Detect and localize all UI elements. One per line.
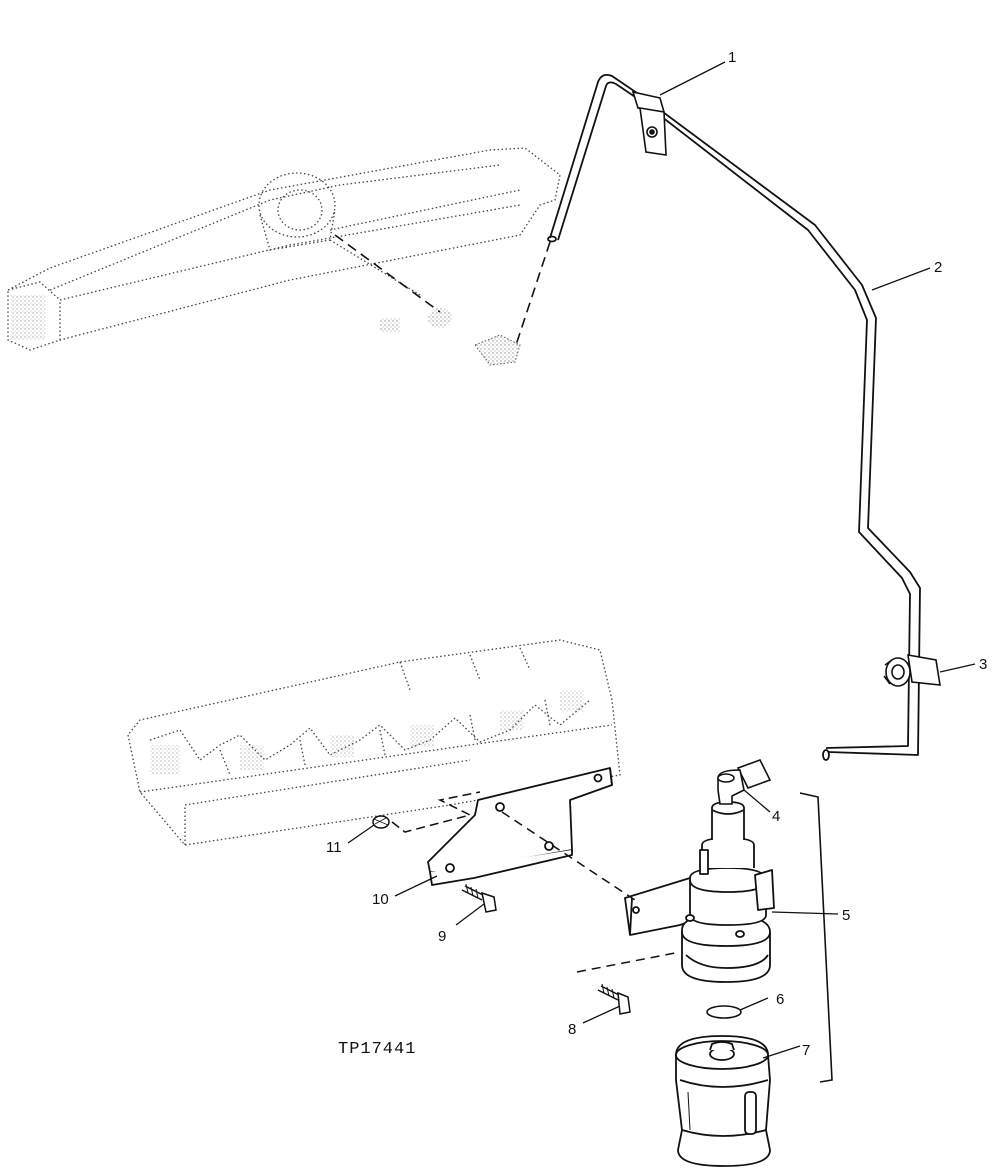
- cap-screw-8: [597, 983, 631, 1015]
- lower-engine-fill: [150, 690, 584, 775]
- callout-10: 10: [372, 891, 389, 908]
- clamp-lower: [883, 654, 941, 687]
- clamp-upper: [631, 90, 667, 156]
- callout-labels: 1 2 3 4 5 6 7 8 9 10 11: [326, 49, 987, 1059]
- callout-1: 1: [728, 49, 736, 66]
- nut: [372, 815, 390, 829]
- callout-6: 6: [776, 991, 784, 1008]
- cap-screw-9: [461, 883, 497, 913]
- leader-lines: [347, 61, 976, 1059]
- elbow-fitting: [717, 759, 772, 805]
- upper-engine-outline: [7, 147, 561, 351]
- callout-4: 4: [772, 808, 780, 825]
- callout-11: 11: [326, 839, 342, 856]
- nut-dashes: [391, 791, 481, 833]
- upper-connection-dashes: [334, 234, 551, 346]
- o-ring: [706, 1005, 742, 1019]
- figure-id: TP17441: [338, 1040, 416, 1059]
- bracket: [427, 767, 613, 886]
- filter-base: [624, 801, 775, 983]
- base-dashes: [501, 811, 681, 973]
- callout-9: 9: [438, 928, 446, 945]
- callout-8: 8: [568, 1021, 576, 1038]
- oil-pipe: [547, 73, 921, 761]
- group-bracket: [799, 792, 833, 1083]
- callout-7: 7: [802, 1042, 810, 1059]
- callout-5: 5: [842, 907, 850, 924]
- filter-element: [675, 1035, 771, 1167]
- callout-2: 2: [934, 259, 942, 276]
- callout-3: 3: [979, 656, 987, 673]
- upper-engine-fill: [10, 295, 521, 366]
